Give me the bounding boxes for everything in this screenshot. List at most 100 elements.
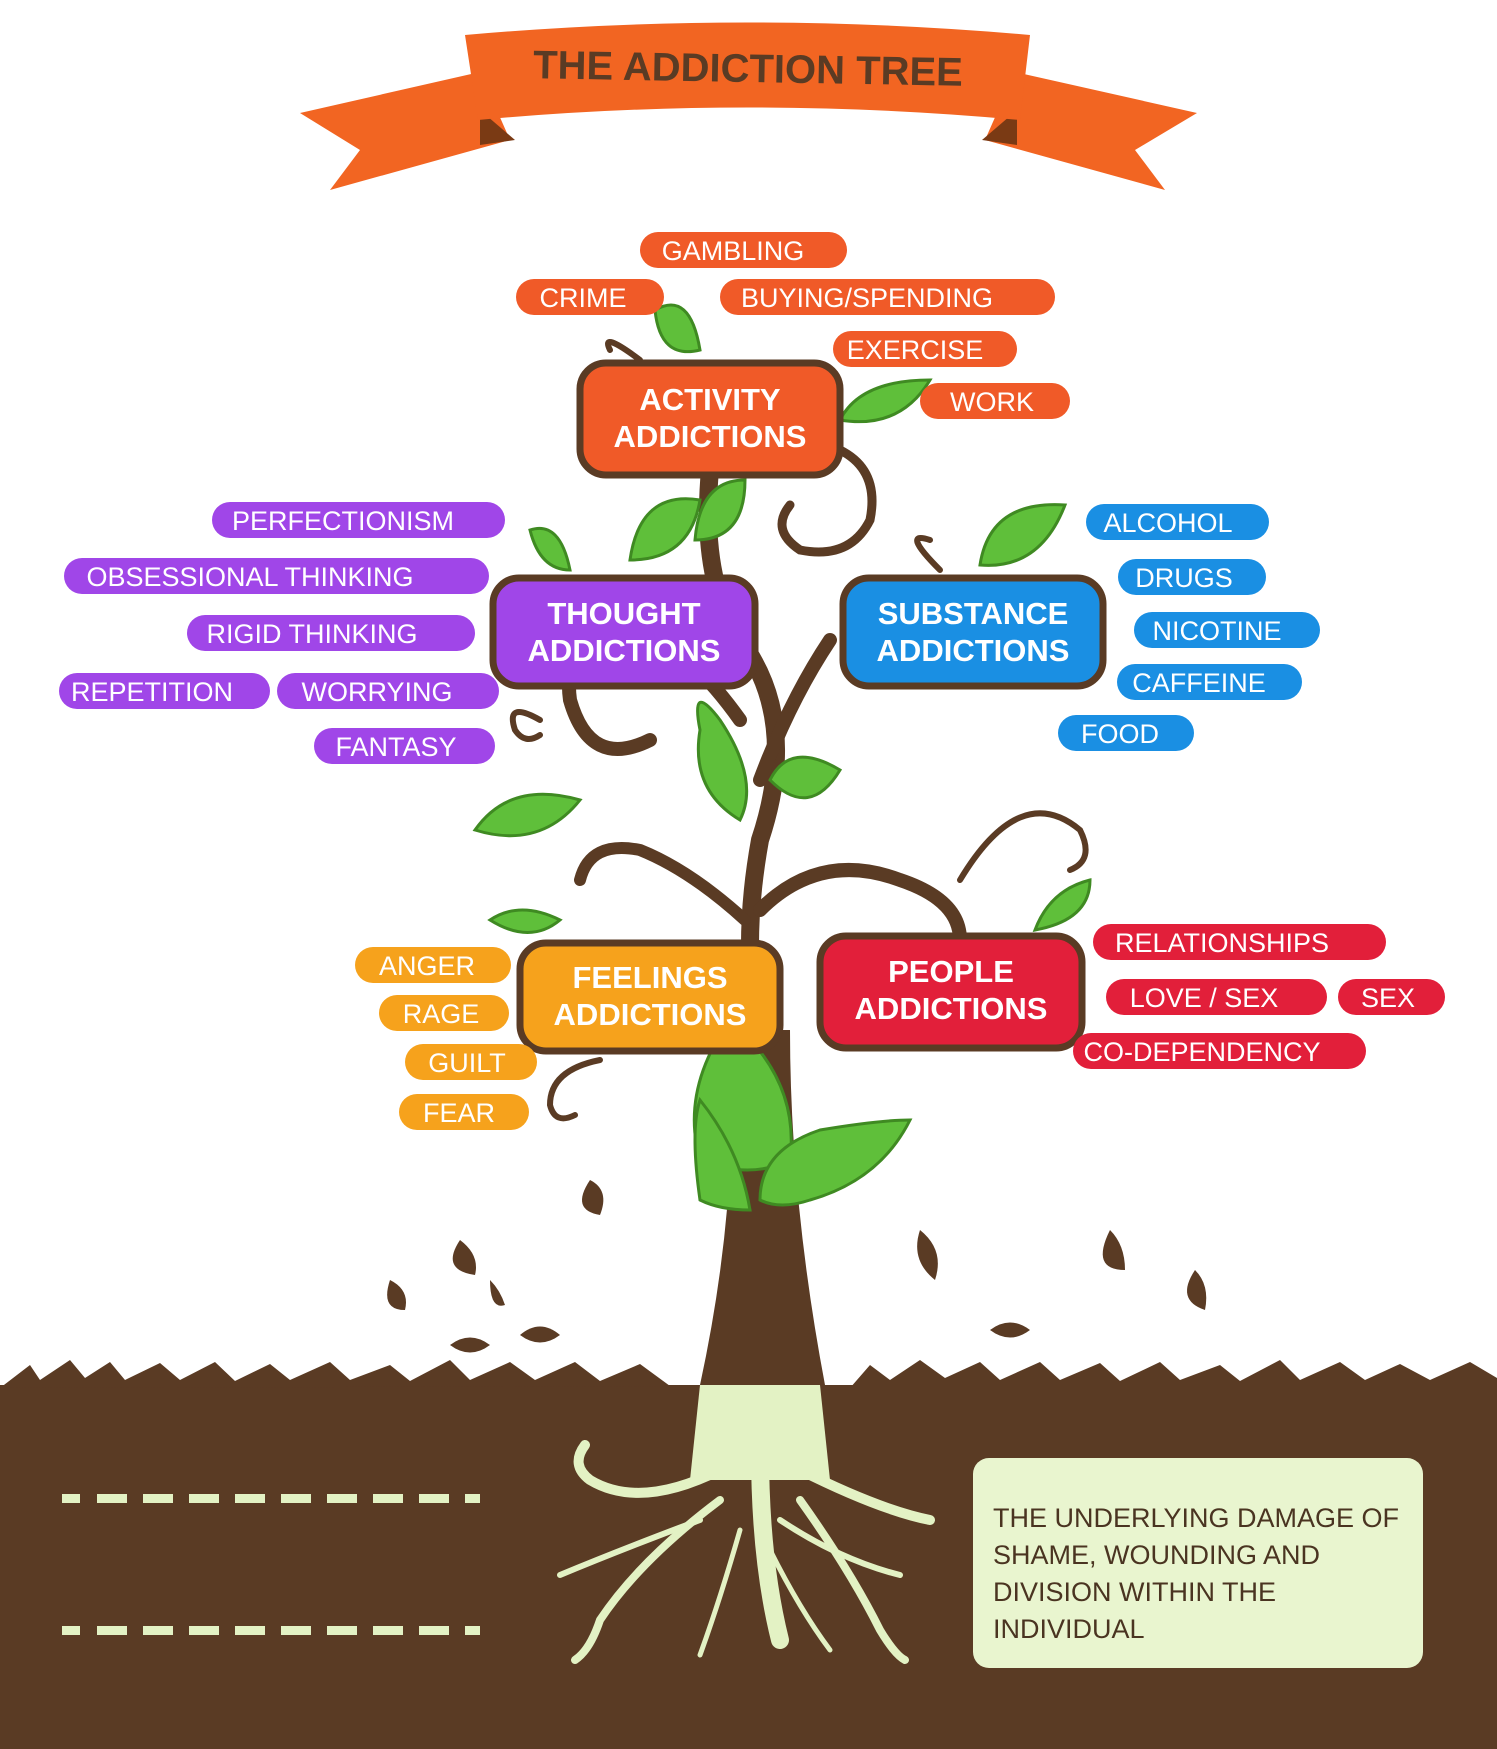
- pill-guilt-label: GUILT: [428, 1048, 506, 1078]
- pill-alcohol-label: ALCOHOL: [1103, 508, 1232, 538]
- root-right-2: [796, 1496, 909, 1664]
- leaf-11: [487, 908, 563, 934]
- activity-box: [576, 359, 844, 479]
- pill-buying-spending: [720, 279, 1055, 315]
- category-people: PEOPLE ADDICTIONS: [816, 932, 1086, 1052]
- leaf-9: [472, 792, 583, 838]
- people-items: RELATIONSHIPS LOVE / SEX SEX CO-DEPENDEN…: [1073, 924, 1445, 1069]
- activity-title-line1: ACTIVITY: [639, 382, 781, 417]
- leaf-4: [653, 303, 702, 354]
- feelings-title-line1: FEELINGS: [572, 960, 727, 995]
- branch-feelings: [574, 842, 751, 926]
- pill-sex-label: SEX: [1361, 983, 1415, 1013]
- leaves: [472, 303, 1092, 1212]
- title-banner: THE ADDICTION TREE: [300, 22, 1197, 190]
- leaf-14: [693, 1096, 752, 1212]
- pill-exercise: [833, 331, 1017, 367]
- pill-fear: [399, 1094, 529, 1130]
- pill-relationships-label: RELATIONSHIPS: [1115, 928, 1329, 958]
- pill-crime: [516, 279, 664, 315]
- category-activity: ACTIVITY ADDICTIONS: [576, 359, 844, 479]
- pill-gambling: [640, 232, 847, 268]
- falling-leaf-6: [1102, 1230, 1125, 1270]
- roots: [557, 1385, 935, 1664]
- substance-title-line2: ADDICTIONS: [877, 633, 1070, 668]
- pill-rage-label: RAGE: [403, 999, 480, 1029]
- pill-relationships: [1093, 924, 1386, 960]
- pill-work: [920, 383, 1070, 419]
- falling-leaf-1: [582, 1180, 604, 1215]
- leaf-6: [528, 527, 572, 572]
- pill-love-sex: [1106, 979, 1327, 1015]
- root-right-3: [777, 1517, 903, 1578]
- substance-box: [839, 574, 1107, 690]
- pill-crime-label: CRIME: [540, 283, 627, 313]
- root-left-4: [697, 1527, 743, 1658]
- category-thought: THOUGHT ADDICTIONS: [489, 574, 759, 690]
- pill-worrying: [277, 673, 499, 709]
- leaf-13: [758, 1118, 913, 1207]
- falling-leaf-10: [520, 1326, 560, 1343]
- activity-items: GAMBLING CRIME BUYING/SPENDING EXERCISE …: [516, 232, 1070, 419]
- pill-perfectionism-label: PERFECTIONISM: [232, 506, 454, 536]
- substance-items: ALCOHOL DRUGS NICOTINE CAFFEINE FOOD: [1058, 504, 1320, 751]
- people-title-line2: ADDICTIONS: [855, 991, 1048, 1026]
- category-substance: SUBSTANCE ADDICTIONS: [839, 574, 1107, 690]
- leaf-10: [1032, 878, 1092, 932]
- pill-repetition-label: REPETITION: [71, 677, 233, 707]
- thought-box: [489, 574, 759, 690]
- falling-leaf-3: [387, 1280, 406, 1310]
- thought-items: PERFECTIONISM OBSESSIONAL THINKING RIGID…: [59, 502, 505, 764]
- pill-gambling-label: GAMBLING: [662, 236, 805, 266]
- roots-note: THE UNDERLYING DAMAGE OF SHAME, WOUNDING…: [973, 1458, 1423, 1668]
- root-left-3: [557, 1517, 703, 1578]
- tree: [509, 339, 1089, 1385]
- pill-worrying-label: WORRYING: [301, 677, 452, 707]
- banner-left-tail: [300, 72, 510, 190]
- curl-thought-left: [509, 709, 543, 742]
- leaf-3: [978, 503, 1068, 567]
- pill-rigid-thinking-label: RIGID THINKING: [206, 619, 417, 649]
- root-main: [751, 1441, 789, 1649]
- people-box: [816, 932, 1086, 1052]
- pill-perfectionism: [212, 502, 505, 538]
- root-left-1: [573, 1440, 725, 1498]
- pill-nicotine: [1134, 612, 1320, 648]
- falling-leaves: [387, 1180, 1207, 1353]
- pill-love-sex-label: LOVE / SEX: [1130, 983, 1279, 1013]
- root-right-4: [767, 1547, 833, 1653]
- pill-rage: [379, 995, 509, 1031]
- leaf-1: [628, 497, 702, 562]
- curl-feelings-left: [546, 1057, 603, 1122]
- pill-obsessional-thinking-label: OBSESSIONAL THINKING: [86, 562, 413, 592]
- soil-grass-right: [850, 1360, 1497, 1388]
- leaf-7: [696, 700, 749, 823]
- pill-rigid-thinking: [187, 615, 475, 651]
- activity-title-line2: ADDICTIONS: [614, 419, 807, 454]
- root-base: [690, 1385, 830, 1480]
- pill-exercise-label: EXERCISE: [847, 335, 984, 365]
- trunk: [700, 1030, 825, 1385]
- dashes-upper: [62, 1494, 480, 1503]
- falling-leaf-2: [452, 1240, 476, 1275]
- pill-food-label: FOOD: [1081, 719, 1159, 749]
- pill-fear-label: FEAR: [423, 1098, 495, 1128]
- feelings-items: ANGER RAGE GUILT FEAR: [355, 947, 537, 1130]
- soil-grass-left: [0, 1360, 670, 1388]
- falling-leaf-9: [450, 1337, 490, 1353]
- curl-substance-top: [914, 535, 943, 573]
- substance-title-line1: SUBSTANCE: [878, 596, 1069, 631]
- pill-drugs: [1118, 559, 1266, 595]
- banner-right-tail: [985, 72, 1197, 190]
- pill-obsessional-thinking: [64, 558, 489, 594]
- falling-leaf-4: [490, 1280, 505, 1306]
- banner-body: [465, 22, 1030, 120]
- category-feelings: FEELINGS ADDICTIONS: [516, 939, 784, 1055]
- pill-work-label: WORK: [950, 387, 1034, 417]
- pill-alcohol: [1086, 504, 1269, 540]
- feelings-title-line2: ADDICTIONS: [554, 997, 747, 1032]
- curl-activity-right: [777, 445, 877, 557]
- leaf-2: [693, 478, 747, 542]
- roots-note-text: THE UNDERLYING DAMAGE OF SHAME, WOUNDING…: [993, 1503, 1400, 1644]
